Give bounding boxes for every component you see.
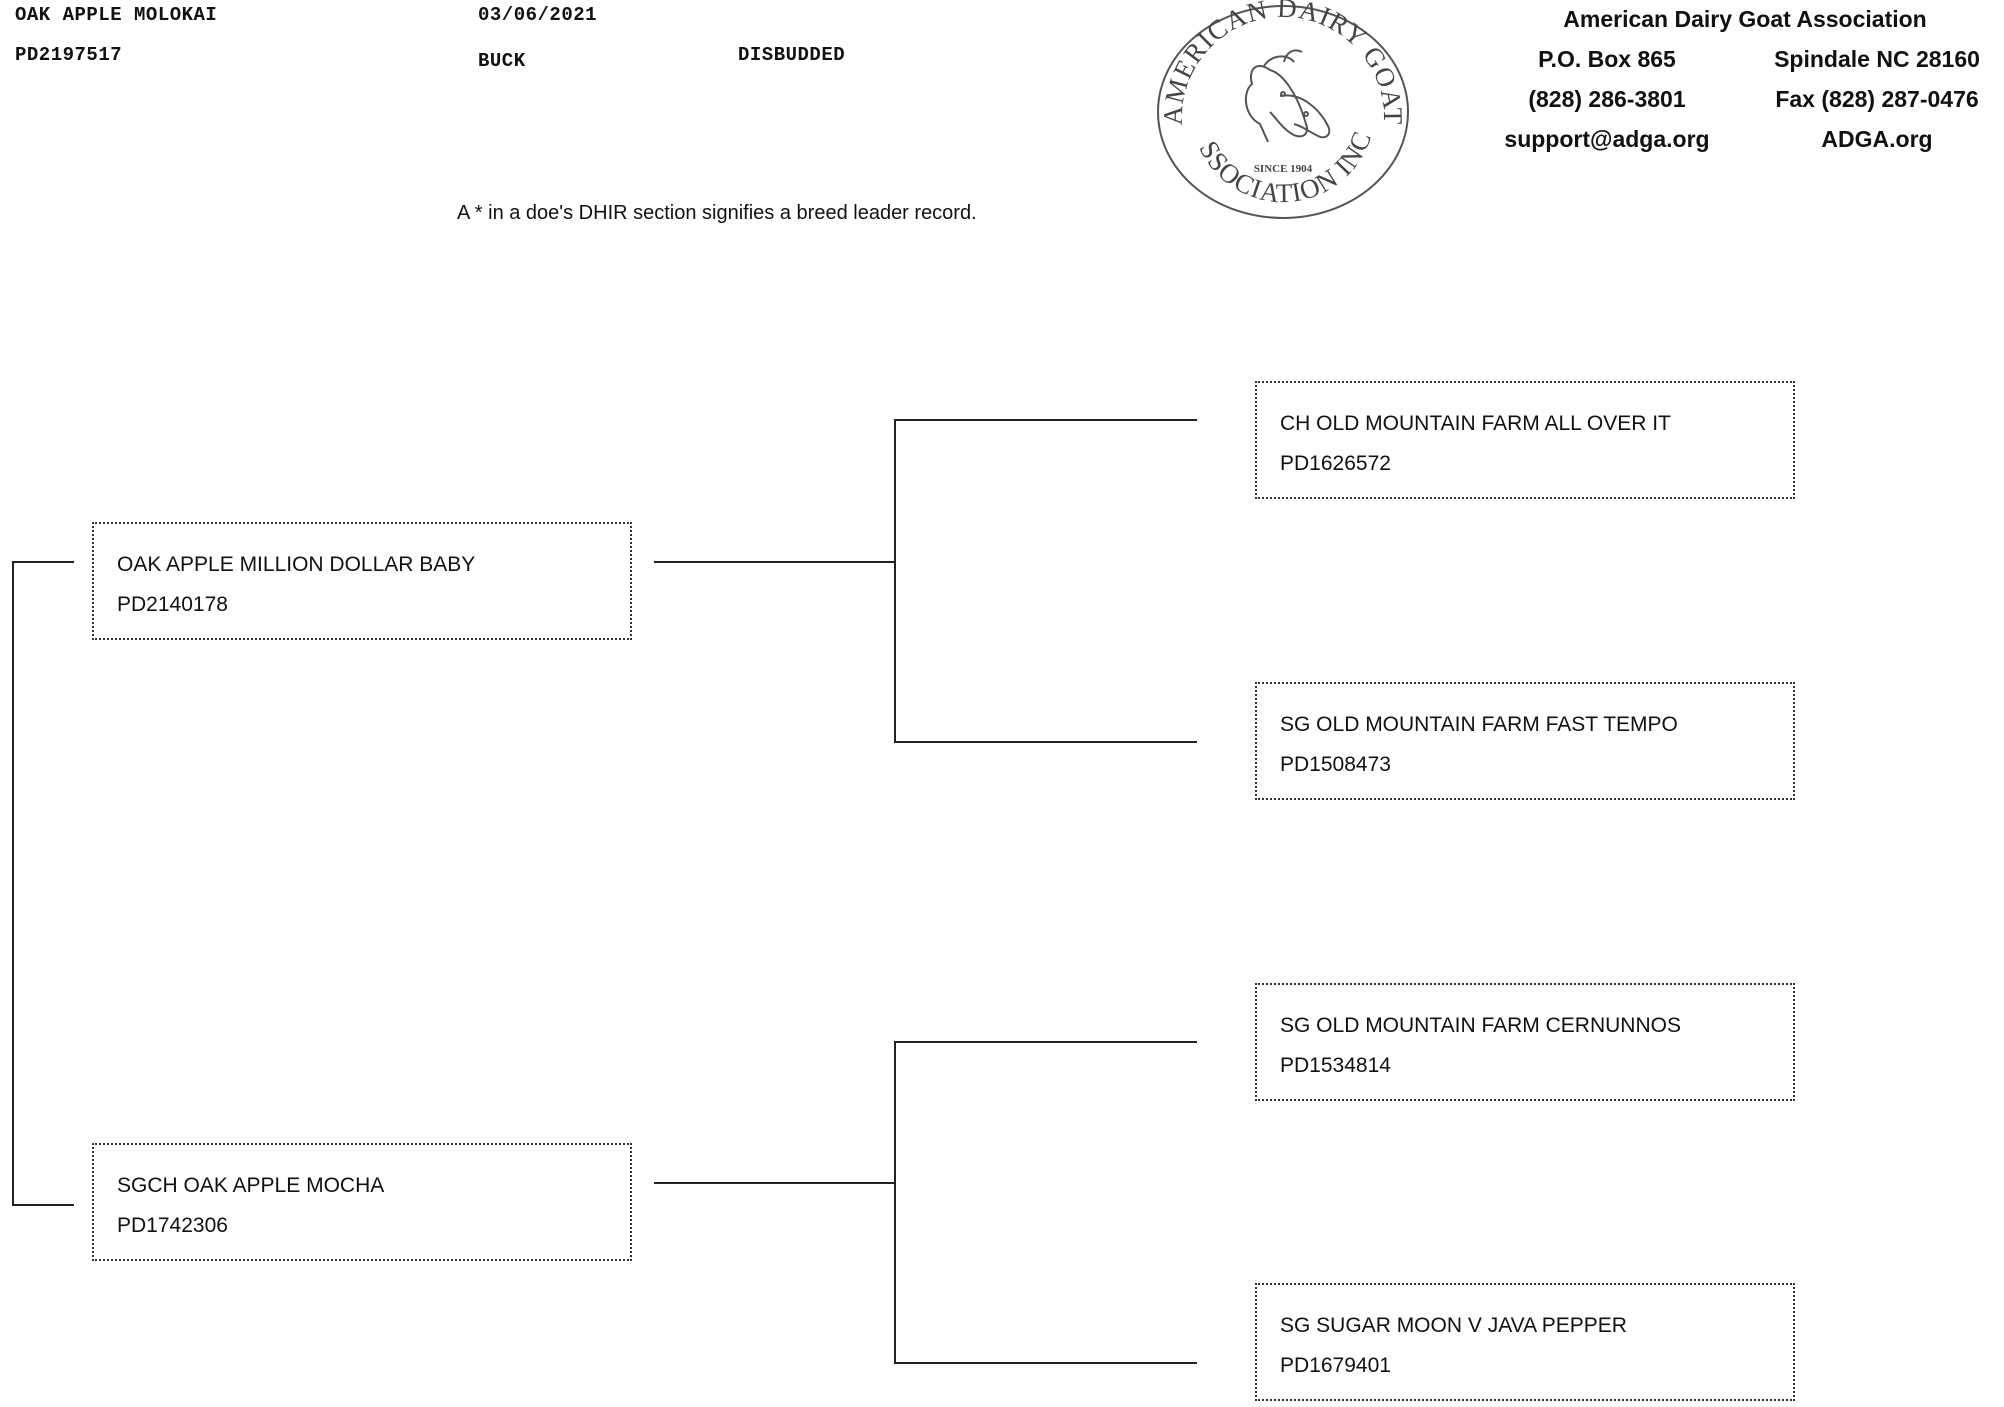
pedigree-box-dam-dam: SG SUGAR MOON V JAVA PEPPER PD1679401: [1255, 1283, 1795, 1401]
horn-status: DISBUDDED: [738, 44, 846, 66]
org-email: support@adga.org: [1504, 126, 1710, 152]
birth-date: 03/06/2021: [478, 4, 598, 26]
dam-name: SGCH OAK APPLE MOCHA: [117, 1174, 385, 1197]
sire-sire-reg-number: PD1626572: [1280, 452, 1391, 475]
org-name: American Dairy Goat Association: [1563, 6, 1927, 32]
logo-since-text: SINCE 1904: [1254, 163, 1313, 175]
org-website: ADGA.org: [1821, 126, 1933, 152]
sire-reg-number: PD2140178: [117, 593, 228, 616]
org-city: Spindale NC 28160: [1774, 46, 1980, 72]
pedigree-box-dam-sire: SG OLD MOUNTAIN FARM CERNUNNOS PD1534814: [1255, 983, 1795, 1101]
animal-name: OAK APPLE MOLOKAI: [15, 4, 218, 26]
goat-head-icon: [1244, 49, 1331, 143]
dam-sire-name: SG OLD MOUNTAIN FARM CERNUNNOS: [1280, 1014, 1681, 1037]
pedigree-box-sire-dam: SG OLD MOUNTAIN FARM FAST TEMPO PD150847…: [1255, 682, 1795, 800]
sire-name: OAK APPLE MILLION DOLLAR BABY: [117, 553, 476, 576]
pedigree-box-sire-sire: CH OLD MOUNTAIN FARM ALL OVER IT PD16265…: [1255, 381, 1795, 499]
dam-sire-reg-number: PD1534814: [1280, 1054, 1391, 1077]
org-fax: Fax (828) 287-0476: [1775, 86, 1979, 112]
breed-leader-note: A * in a doe's DHIR section signifies a …: [457, 202, 977, 224]
adga-logo: AMERICAN DAIRY GOAT ASSOCIATION INC. SIN…: [1152, 0, 1409, 219]
sire-dam-name: SG OLD MOUNTAIN FARM FAST TEMPO: [1280, 713, 1678, 736]
animal-sex: BUCK: [478, 50, 526, 72]
dam-reg-number: PD1742306: [117, 1214, 228, 1237]
sire-dam-reg-number: PD1508473: [1280, 753, 1391, 776]
org-phone: (828) 286-3801: [1528, 86, 1686, 112]
org-address: P.O. Box 865: [1538, 46, 1676, 72]
pedigree-box-dam: SGCH OAK APPLE MOCHA PD1742306: [92, 1143, 632, 1261]
sire-sire-name: CH OLD MOUNTAIN FARM ALL OVER IT: [1280, 412, 1671, 435]
dam-dam-name: SG SUGAR MOON V JAVA PEPPER: [1280, 1314, 1627, 1337]
pedigree-box-sire: OAK APPLE MILLION DOLLAR BABY PD2140178: [92, 522, 632, 640]
dam-dam-reg-number: PD1679401: [1280, 1354, 1391, 1377]
animal-reg-number: PD2197517: [15, 44, 123, 66]
